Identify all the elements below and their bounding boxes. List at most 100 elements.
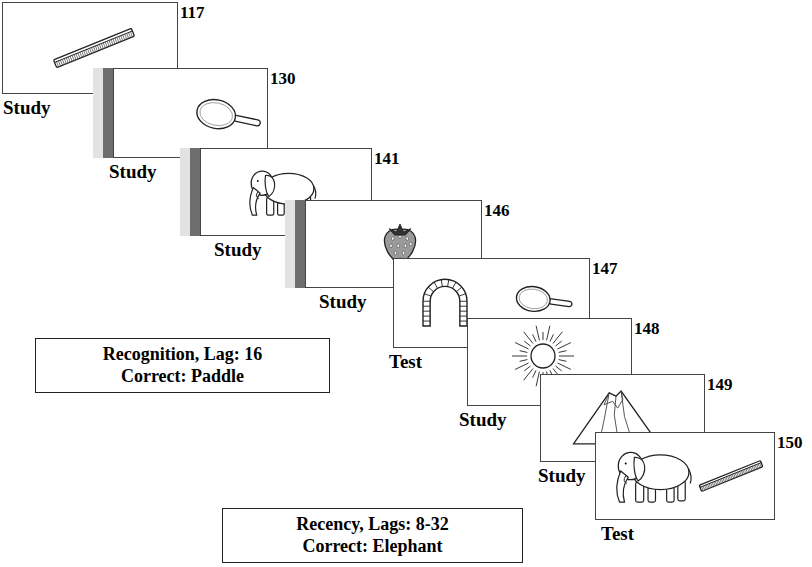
comb-tooth [60, 60, 62, 65]
arch-brick [459, 294, 466, 296]
comb-drawing [53, 28, 134, 67]
comb-tooth [737, 473, 739, 477]
arch-brick [460, 316, 467, 317]
comb-tooth [711, 483, 713, 487]
comb-tooth [757, 464, 759, 468]
callout-text: Recency, Lags: 8-32 [235, 514, 510, 536]
comb-tooth [735, 473, 737, 477]
strawberry-seed [397, 244, 400, 248]
phase-label: Test [601, 523, 634, 545]
elephant-tusk [256, 192, 259, 199]
card-picture [573, 432, 777, 524]
comb-tooth [121, 36, 123, 41]
frame-number: 147 [592, 259, 618, 279]
sun-ray [520, 360, 528, 362]
card-ground [595, 432, 775, 520]
comb-tooth [101, 44, 103, 49]
comb-tooth [718, 480, 720, 484]
mountain-snow [604, 391, 623, 408]
callout-box: Recognition, Lag: 16Correct: Paddle [35, 338, 330, 393]
comb-tooth [755, 465, 757, 469]
comb-tooth [62, 59, 64, 64]
phase-label: Test [389, 351, 422, 373]
elephant-eye [625, 463, 627, 465]
arch-brick [428, 287, 433, 292]
comb-tooth [78, 53, 80, 58]
comb-tooth [129, 33, 131, 38]
phase-label: Study [459, 409, 507, 431]
comb-tooth [86, 50, 88, 55]
comb-tooth [750, 467, 752, 471]
sun-ray [550, 334, 553, 341]
callout-text: Correct: Paddle [48, 366, 317, 388]
sun-ray [556, 341, 562, 346]
comb-tooth [97, 45, 99, 50]
comb-tooth [119, 36, 121, 41]
sun-ray [533, 370, 536, 377]
comb-tooth [111, 40, 113, 45]
sun-ray [557, 343, 571, 350]
strawberry-leaves [389, 224, 411, 235]
arch-outline [423, 279, 467, 326]
comb-tooth [56, 62, 58, 67]
phase-label: Study [214, 239, 262, 261]
strawberry-seed [399, 235, 402, 239]
arch-brick [456, 287, 461, 292]
comb-tooth [726, 477, 728, 481]
frame-number: 148 [634, 319, 660, 339]
sun-ray [557, 363, 571, 370]
phase-label: Study [3, 97, 51, 119]
comb-tooth [99, 44, 101, 49]
comb-tooth [731, 475, 733, 479]
comb-tooth [734, 474, 736, 478]
comb-tooth [58, 61, 60, 66]
paddle-head [515, 284, 552, 313]
comb-tooth [705, 485, 707, 489]
arch-brick [441, 280, 442, 287]
sun-ray [512, 356, 527, 357]
comb-tooth [715, 481, 717, 485]
paddle-head [194, 96, 238, 132]
callout-box: Recency, Lags: 8-32Correct: Elephant [222, 508, 523, 563]
comb-tooth [68, 57, 70, 62]
phase-label: Study [538, 465, 586, 487]
comb-tooth [107, 41, 109, 46]
comb-tooth [72, 55, 74, 60]
comb-tooth [706, 485, 708, 489]
comb-tooth [724, 477, 726, 481]
comb-tooth [754, 466, 756, 470]
arch-brick [423, 306, 430, 307]
comb-tooth [721, 479, 723, 483]
comb-tooth [732, 474, 734, 478]
comb-tooth [103, 43, 105, 48]
comb-tooth [109, 40, 111, 45]
arch-brick [452, 282, 456, 288]
sun-ray [536, 326, 539, 341]
comb-tooth [88, 49, 90, 54]
frame-number: 146 [484, 201, 510, 221]
elephant-ear [634, 457, 645, 481]
phase-label: Study [319, 291, 367, 313]
strawberry-seed [402, 251, 405, 255]
arch-brick [460, 321, 467, 322]
sun-ray [533, 334, 536, 341]
sun-ray [515, 343, 529, 350]
sun-ray [547, 326, 550, 341]
comb-tooth [746, 469, 748, 473]
comb-tooth [702, 487, 704, 491]
comb-tooth [93, 47, 95, 52]
frame-number: 130 [270, 69, 296, 89]
comb-tooth [95, 46, 97, 51]
comb-tooth [113, 39, 115, 44]
arch-drawing [423, 279, 467, 326]
paddle-drawing [515, 284, 574, 316]
comb-tooth [743, 470, 745, 474]
strawberry-seed [404, 244, 407, 248]
comb-tooth [708, 484, 710, 488]
comb-tooth [712, 482, 714, 486]
card-ground [113, 68, 268, 158]
comb-tooth [80, 52, 82, 57]
paddle-rim [198, 100, 235, 129]
arch-brick [434, 282, 438, 288]
